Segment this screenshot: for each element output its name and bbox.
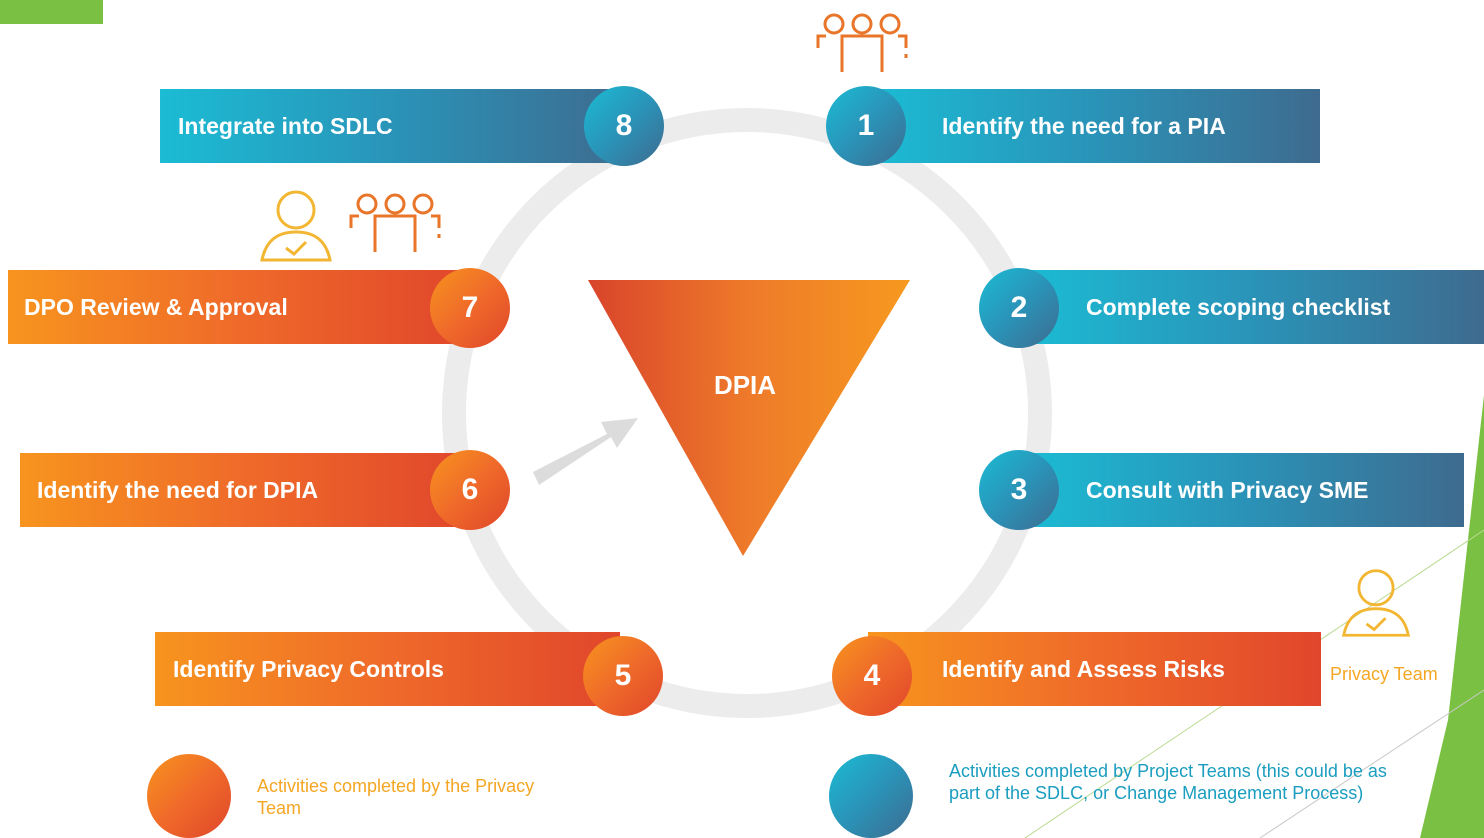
legend-project-text: Activities completed by Project Teams (t… bbox=[949, 761, 1387, 803]
step-8-label: Integrate into SDLC bbox=[178, 112, 393, 139]
step-6-bar: Identify the need for DPIA bbox=[20, 453, 472, 527]
step-2-number: 2 bbox=[1010, 291, 1028, 324]
legend-privacy-text: Activities completed by the Privacy Team bbox=[257, 776, 535, 818]
step-5-label: Identify Privacy Controls bbox=[173, 655, 444, 682]
step-1-circle: 1 bbox=[826, 86, 906, 166]
legend-project-swatch bbox=[829, 754, 913, 838]
step-6-label: Identify the need for DPIA bbox=[37, 476, 319, 503]
step-3-bar: Consult with Privacy SME bbox=[1020, 453, 1464, 527]
step-1-label: Identify the need for a PIA bbox=[942, 112, 1226, 139]
dpia-triangle bbox=[588, 280, 910, 556]
user-check-icon bbox=[1341, 569, 1411, 637]
step-3-circle: 3 bbox=[979, 450, 1059, 530]
user-check-icon bbox=[260, 190, 332, 262]
step-3-number: 3 bbox=[1010, 473, 1028, 506]
step-8-bar: Integrate into SDLC bbox=[160, 89, 630, 163]
step-2-circle: 2 bbox=[979, 268, 1059, 348]
step-4-bar: Identify and Assess Risks bbox=[868, 632, 1321, 706]
step-5-bar: Identify Privacy Controls bbox=[155, 632, 620, 706]
step-4-label: Identify and Assess Risks bbox=[942, 655, 1225, 682]
group-icon bbox=[349, 193, 441, 252]
step-8-number: 8 bbox=[615, 109, 633, 142]
step-3-label: Consult with Privacy SME bbox=[1086, 476, 1369, 503]
step-5-circle: 5 bbox=[583, 636, 663, 716]
step-4-circle: 4 bbox=[832, 636, 912, 716]
step-1-bar: Identify the need for a PIA bbox=[868, 89, 1320, 163]
step-6-number: 6 bbox=[461, 473, 479, 506]
legend-privacy-swatch bbox=[147, 754, 231, 838]
step-5-number: 5 bbox=[614, 659, 632, 692]
top-left-accent bbox=[0, 0, 103, 24]
step-7-circle: 7 bbox=[430, 268, 510, 348]
dpia-label: DPIA bbox=[713, 370, 777, 400]
step-2-label: Complete scoping checklist bbox=[1086, 293, 1391, 320]
step-4-number: 4 bbox=[863, 659, 881, 692]
group-icon bbox=[816, 13, 908, 72]
step-7-bar: DPO Review & Approval bbox=[8, 270, 472, 344]
step-6-circle: 6 bbox=[430, 450, 510, 530]
step-1-number: 1 bbox=[857, 109, 875, 142]
arrow-to-dpia bbox=[533, 418, 638, 485]
privacy-team-label: Privacy Team bbox=[1330, 664, 1438, 684]
step-2-bar: Complete scoping checklist bbox=[1020, 270, 1484, 344]
step-7-label: DPO Review & Approval bbox=[24, 293, 288, 320]
step-7-number: 7 bbox=[461, 291, 479, 324]
step-8-circle: 8 bbox=[584, 86, 664, 166]
